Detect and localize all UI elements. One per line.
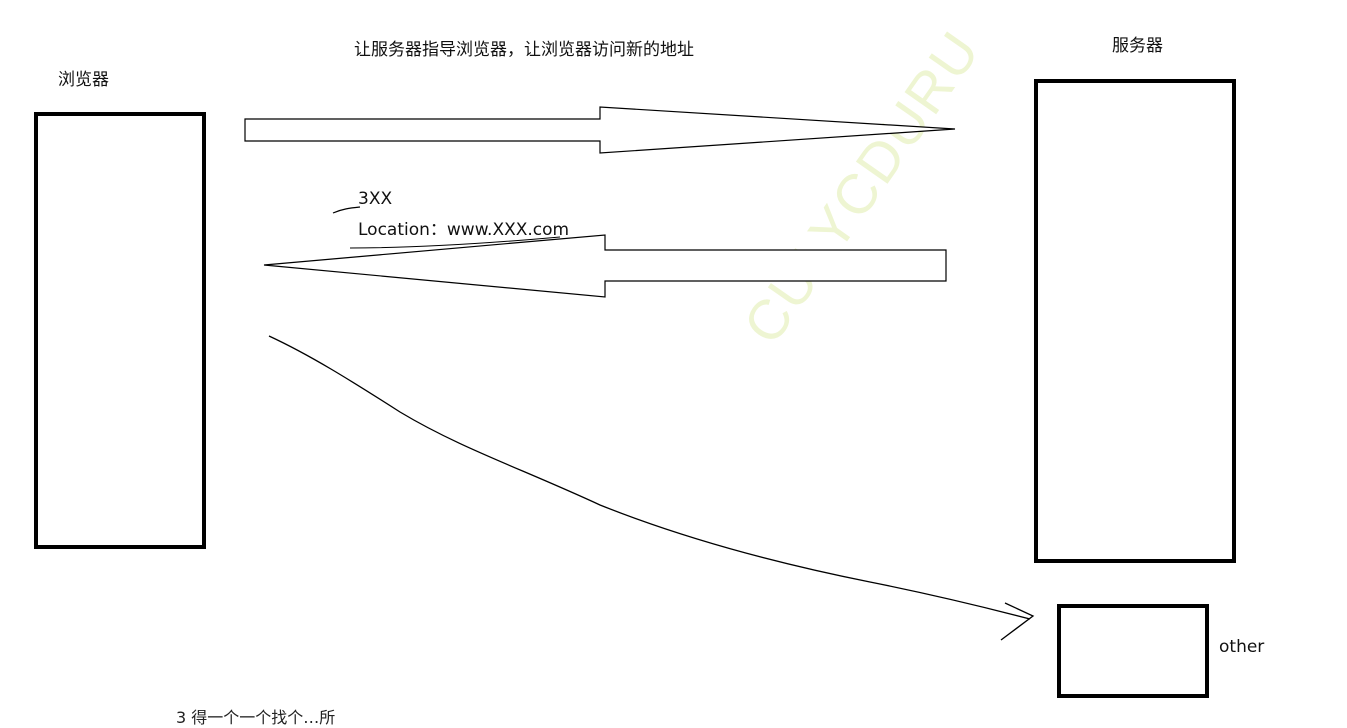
- redirect-curve: [268, 335, 1031, 620]
- partial-bottom-text: 3 得一个一个找个…所: [176, 708, 336, 727]
- other-server-box: [1057, 604, 1209, 698]
- response-location-header: Location：www.XXX.com: [358, 220, 570, 240]
- response-arrow: [263, 234, 947, 298]
- browser-box: [34, 112, 206, 549]
- location-scribble: [349, 236, 561, 249]
- response-status-code: 3XX: [358, 189, 393, 209]
- browser-label: 浏览器: [58, 70, 109, 90]
- request-description: 让服务器指导浏览器，让浏览器访问新的地址: [354, 40, 694, 60]
- other-label: other: [1219, 637, 1265, 657]
- request-arrow: [244, 106, 956, 154]
- server-label: 服务器: [1112, 36, 1163, 56]
- status-scribble: [332, 206, 361, 214]
- redirect-arrowhead: [1000, 602, 1035, 641]
- server-box: [1034, 79, 1236, 563]
